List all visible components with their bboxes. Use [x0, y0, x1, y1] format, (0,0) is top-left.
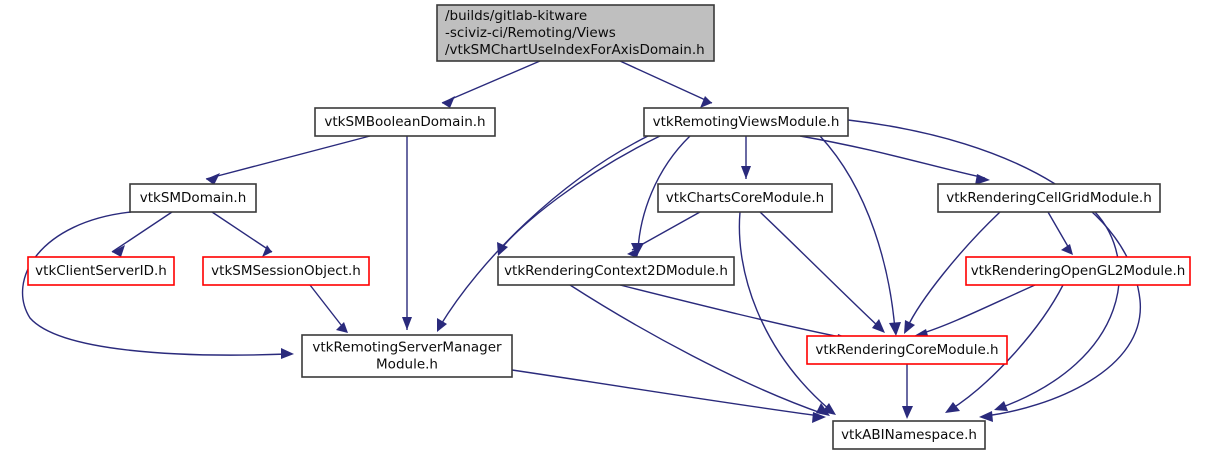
node-label-abi_namespace: vtkABINamespace.h: [841, 427, 977, 443]
edge-cellgrid-to-opengl2: [1047, 211, 1071, 251]
node-sm_session_object[interactable]: vtkSMSessionObject.h: [202, 256, 370, 286]
node-cellgrid[interactable]: vtkRenderingCellGridModule.h: [937, 183, 1161, 213]
node-client_server_id[interactable]: vtkClientServerID.h: [27, 256, 175, 286]
edge-remoting_views-to-context2d: [499, 135, 661, 251]
node-label-cellgrid: vtkRenderingCellGridModule.h: [946, 190, 1152, 206]
arrowhead-charts_core-to-rendering_core: [872, 319, 885, 333]
edge-cellgrid-to-rendering_core: [906, 211, 1001, 329]
node-box-sm_domain[interactable]: [129, 183, 257, 213]
edge-remoting_views-to-rendering_core: [819, 135, 896, 331]
arrowhead-boolean_domain-to-remoting_server_manager: [402, 317, 412, 330]
arrowhead-remoting_server_manager-to-abi_namespace: [812, 412, 826, 423]
arrowhead-sm_domain-to-sm_session_object: [262, 245, 272, 257]
edge-remoting_views-to-abi_namespace: [847, 119, 1141, 417]
arrowhead-remoting_views-to-cellgrid: [975, 174, 990, 185]
edge-boolean_domain-to-sm_domain: [205, 135, 371, 180]
arrowhead-cellgrid-to-opengl2: [1061, 244, 1073, 255]
edge-context2d-to-rendering_core: [619, 284, 846, 339]
arrowhead-sm_session_object-to-remoting_server_manager: [336, 322, 348, 333]
arrowhead-context2d-to-abi_namespace: [816, 403, 830, 416]
node-remoting_views[interactable]: vtkRemotingViewsModule.h: [643, 107, 849, 137]
arrowhead-root-to-remoting_views: [700, 96, 712, 108]
arrowhead-remoting_views-to-rendering_core: [889, 322, 901, 336]
edge-context2d-to-abi_namespace: [569, 284, 825, 415]
node-label-opengl2: vtkRenderingOpenGL2Module.h: [971, 263, 1186, 279]
edge-remoting_views-to-cellgrid: [799, 135, 986, 179]
arrowhead-sm_domain-to-client_server_id: [112, 245, 125, 257]
node-box-rendering_core[interactable]: [806, 335, 1008, 365]
node-box-context2d[interactable]: [497, 256, 735, 286]
node-box-root[interactable]: [436, 4, 715, 62]
edge-sm_domain-to-remoting_server_manager: [21, 211, 289, 356]
arrowhead-charts_core-to-context2d: [627, 247, 640, 258]
edge-opengl2-to-abi_namespace: [949, 284, 1064, 411]
node-label-rendering_core: vtkRenderingCoreModule.h: [815, 342, 998, 358]
edge-sm_domain-to-client_server_id: [111, 211, 173, 253]
edge-charts_core-to-abi_namespace: [738, 211, 831, 411]
node-label-context2d: vtkRenderingContext2DModule.h: [504, 263, 728, 279]
arrowhead-opengl2-to-abi_namespace: [945, 402, 960, 413]
node-label-sm_domain: vtkSMDomain.h: [140, 190, 247, 206]
nodes-layer: /builds/gitlab-kitware-sciviz-ci/Remotin…: [27, 4, 1191, 450]
arrowhead-remoting_views-to-abi_namespace: [979, 411, 993, 422]
node-label-boolean_domain: vtkSMBooleanDomain.h: [324, 114, 485, 130]
node-box-remoting_views[interactable]: [643, 107, 849, 137]
node-opengl2[interactable]: vtkRenderingOpenGL2Module.h: [965, 256, 1191, 286]
edge-charts_core-to-rendering_core: [759, 211, 881, 329]
edge-remoting_views-to-context2d: [637, 135, 691, 251]
edge-root-to-boolean_domain: [441, 60, 541, 104]
node-box-remoting_server_manager[interactable]: [301, 334, 513, 378]
node-label-sm_session_object: vtkSMSessionObject.h: [211, 263, 361, 279]
node-box-cellgrid[interactable]: [937, 183, 1161, 213]
node-label-client_server_id: vtkClientServerID.h: [35, 263, 167, 279]
arrowhead-sm_domain-to-remoting_server_manager: [281, 348, 294, 359]
edge-sm_session_object-to-remoting_server_manager: [309, 284, 346, 331]
arrowhead-remoting_views-to-remoting_server_manager: [437, 318, 447, 332]
node-box-opengl2[interactable]: [965, 256, 1191, 286]
node-box-charts_core[interactable]: [657, 183, 833, 213]
edge-remoting_views-to-remoting_server_manager: [439, 135, 649, 327]
arrowhead-root-to-boolean_domain: [442, 96, 455, 108]
edge-opengl2-to-rendering_core: [919, 284, 1036, 335]
arrowhead-cellgrid-to-abi_namespace: [994, 401, 1008, 411]
arrowhead-remoting_views-to-context2d: [497, 242, 508, 256]
node-box-abi_namespace[interactable]: [832, 420, 986, 450]
node-charts_core[interactable]: vtkChartsCoreModule.h: [657, 183, 833, 213]
edge-cellgrid-to-abi_namespace: [999, 211, 1120, 409]
arrowhead-cellgrid-to-rendering_core: [904, 320, 915, 334]
node-context2d[interactable]: vtkRenderingContext2DModule.h: [497, 256, 735, 286]
arrowhead-rendering_core-to-abi_namespace: [902, 406, 913, 419]
node-label-remoting_server_manager-line2: Module.h: [376, 357, 438, 373]
node-sm_domain[interactable]: vtkSMDomain.h: [129, 183, 257, 213]
node-box-boolean_domain[interactable]: [314, 107, 496, 137]
node-rendering_core[interactable]: vtkRenderingCoreModule.h: [806, 335, 1008, 365]
node-box-client_server_id[interactable]: [27, 256, 175, 286]
arrowhead-remoting_views-to-charts_core: [741, 166, 751, 179]
node-label-root-line3: /vtkSMChartUseIndexForAxisDomain.h: [445, 42, 705, 58]
node-label-charts_core: vtkChartsCoreModule.h: [666, 190, 824, 206]
node-label-remoting_views: vtkRemotingViewsModule.h: [653, 114, 840, 130]
node-label-remoting_server_manager-line1: vtkRemotingServerManager: [312, 340, 502, 356]
node-label-root-line1: /builds/gitlab-kitware: [445, 8, 587, 24]
node-boolean_domain[interactable]: vtkSMBooleanDomain.h: [314, 107, 496, 137]
edge-sm_domain-to-sm_session_object: [211, 211, 273, 253]
node-root[interactable]: /builds/gitlab-kitware-sciviz-ci/Remotin…: [436, 4, 715, 62]
edges-layer: [21, 60, 1141, 423]
node-box-sm_session_object[interactable]: [202, 256, 370, 286]
node-label-root-line2: -sciviz-ci/Remoting/Views: [445, 25, 616, 41]
edge-root-to-remoting_views: [619, 60, 713, 104]
node-abi_namespace[interactable]: vtkABINamespace.h: [832, 420, 986, 450]
edge-charts_core-to-context2d: [631, 211, 701, 251]
edge-remoting_server_manager-to-abi_namespace: [511, 369, 821, 417]
arrowhead-boolean_domain-to-sm_domain: [206, 173, 220, 185]
